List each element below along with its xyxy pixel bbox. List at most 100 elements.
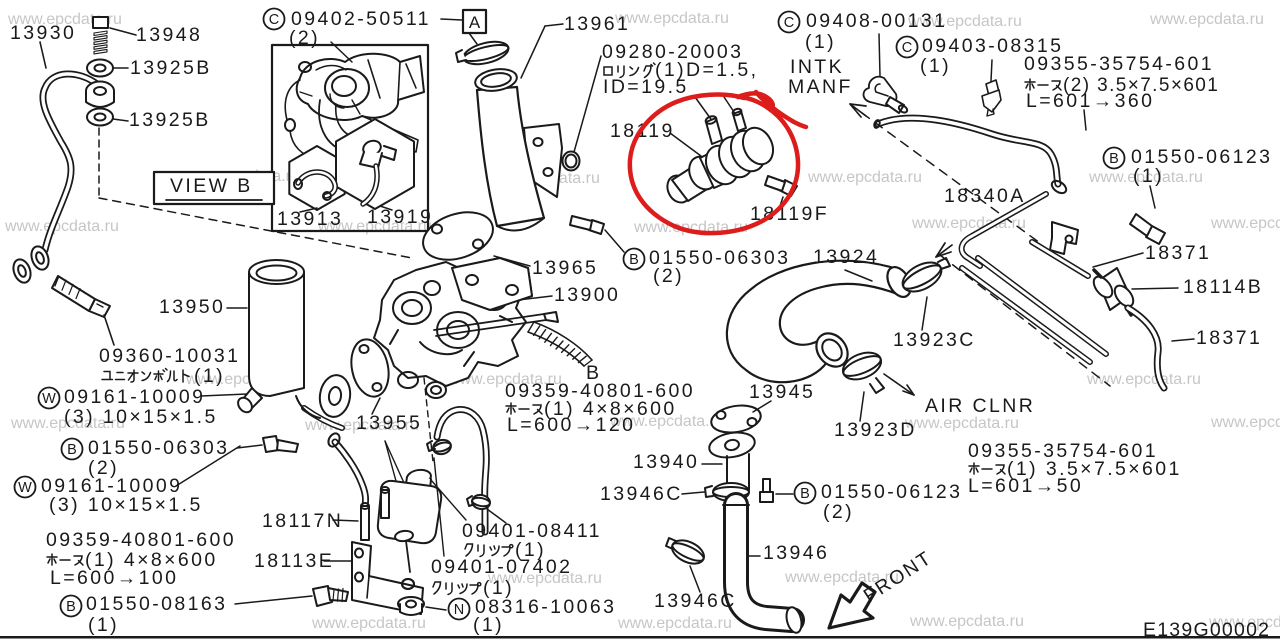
svg-text:13900: 13900 [554, 284, 620, 306]
svg-text:09161-10009: 09161-10009 [64, 386, 205, 408]
svg-text:(1): (1) [194, 365, 225, 387]
svg-text:18371: 18371 [1145, 242, 1211, 264]
svg-text:www.epcdata.ru: www.epcdata.ru [487, 570, 602, 587]
svg-text:www.epcdata.ru: www.epcdata.ru [10, 415, 125, 432]
svg-text:C: C [902, 40, 912, 56]
svg-text:(1)D=1.5,: (1)D=1.5, [655, 59, 758, 81]
svg-text:01550-06303: 01550-06303 [649, 247, 790, 269]
svg-text:www.epcdata.ru: www.epcdata.ru [1208, 614, 1280, 631]
svg-text:(2): (2) [88, 457, 119, 479]
svg-text:18119F: 18119F [750, 203, 829, 225]
svg-text:www.epcdata.ru: www.epcdata.ru [311, 615, 426, 632]
svg-text:13940: 13940 [633, 451, 699, 473]
svg-text:www.epcdata.ru: www.epcdata.ru [609, 413, 724, 430]
svg-text:INTK: INTK [790, 56, 844, 78]
svg-text:13945: 13945 [749, 381, 815, 403]
svg-text:www.epcdata.ru: www.epcdata.ru [907, 13, 1022, 30]
svg-text:09280-20003: 09280-20003 [602, 41, 743, 63]
svg-text:(1): (1) [88, 614, 119, 636]
svg-text:09401-08411: 09401-08411 [462, 520, 602, 542]
svg-text:www.epcdata.ru: www.epcdata.ru [904, 415, 1019, 432]
svg-text:13923C: 13923C [893, 329, 976, 351]
svg-text:13961: 13961 [564, 13, 630, 35]
svg-text:01550-06303: 01550-06303 [88, 437, 229, 459]
svg-text:13919: 13919 [367, 206, 433, 228]
svg-text:www.epcdata.ru: www.epcdata.ru [614, 10, 729, 27]
svg-text:13965: 13965 [532, 257, 598, 279]
svg-text:09355-35754-601: 09355-35754-601 [1024, 53, 1214, 75]
svg-text:N: N [454, 602, 464, 618]
svg-text:E139G00002: E139G00002 [1143, 619, 1270, 640]
svg-text:www.epcdata.ru: www.epcdata.ru [1149, 11, 1264, 28]
svg-text:www.epcdata.ru: www.epcdata.ru [1086, 371, 1201, 388]
svg-text:09408-00131: 09408-00131 [806, 10, 947, 32]
svg-text:www.epcdata.ru: www.epcdata.ru [784, 569, 899, 586]
svg-text:B: B [586, 362, 601, 384]
svg-text:W: W [42, 391, 56, 407]
svg-text:01550-08163: 01550-08163 [86, 593, 227, 615]
svg-text:L=601→50: L=601→50 [968, 475, 1083, 497]
svg-text:08316-10063: 08316-10063 [475, 596, 616, 618]
svg-text:09161-10009: 09161-10009 [41, 475, 182, 497]
svg-text:www.epcdata.ru: www.epcdata.ru [1210, 414, 1280, 431]
svg-text:18340A: 18340A [944, 185, 1026, 207]
svg-text:B: B [800, 486, 810, 502]
svg-text:www.epcdata.ru: www.epcdata.ru [447, 371, 562, 388]
svg-text:13924: 13924 [813, 246, 879, 268]
svg-text:13948: 13948 [136, 24, 202, 46]
svg-text:AIR CLNR: AIR CLNR [925, 395, 1035, 417]
svg-text:(1) 4×8×600: (1) 4×8×600 [85, 549, 218, 571]
svg-text:A: A [469, 13, 481, 32]
svg-text:(1) 3.5×7.5×601: (1) 3.5×7.5×601 [1007, 458, 1182, 480]
svg-text:13930: 13930 [10, 22, 76, 44]
svg-text:www.epcdata.ru: www.epcdata.ru [807, 169, 922, 186]
svg-text:MANF: MANF [788, 76, 853, 98]
svg-text:(2): (2) [289, 27, 320, 49]
svg-text:13946C: 13946C [600, 483, 683, 505]
svg-text:(2): (2) [653, 265, 684, 287]
svg-text:(3) 10×15×1.5: (3) 10×15×1.5 [49, 494, 203, 516]
svg-text:www.epcdata.ru: www.epcdata.ru [1210, 215, 1280, 232]
svg-text:(1): (1) [483, 577, 514, 599]
svg-text:B: B [66, 599, 76, 615]
svg-text:L=600→100: L=600→100 [50, 567, 178, 589]
svg-text:www.epcdata.ru: www.epcdata.ru [4, 218, 119, 235]
svg-text:13913: 13913 [277, 208, 343, 230]
svg-text:C: C [784, 15, 794, 31]
svg-text:13925B: 13925B [129, 109, 211, 131]
svg-text:L=601→360: L=601→360 [1026, 90, 1154, 112]
svg-text:(1): (1) [805, 31, 836, 53]
svg-text:01550-06123: 01550-06123 [1131, 146, 1272, 168]
svg-text:13925B: 13925B [130, 57, 212, 79]
svg-text:09360-10031: 09360-10031 [99, 345, 240, 367]
svg-text:09401-07402: 09401-07402 [431, 556, 572, 578]
svg-text:(2) 3.5×7.5×601: (2) 3.5×7.5×601 [1063, 75, 1219, 96]
svg-text:www.epcdata.ru: www.epcdata.ru [909, 613, 1024, 630]
svg-text:(1): (1) [920, 55, 951, 77]
svg-text:W: W [18, 480, 32, 496]
svg-text:09355-35754-601: 09355-35754-601 [968, 440, 1158, 462]
svg-text:13946: 13946 [763, 542, 829, 564]
svg-text:09359-40801-600: 09359-40801-600 [46, 529, 236, 551]
svg-text:18117N: 18117N [262, 510, 343, 532]
svg-text:B: B [1109, 151, 1119, 167]
svg-text:09402-50511: 09402-50511 [291, 8, 431, 30]
svg-text:(2): (2) [823, 501, 854, 523]
svg-text:13950: 13950 [159, 296, 225, 318]
svg-text:01550-06123: 01550-06123 [821, 481, 962, 503]
svg-text:(1) 4×8×600: (1) 4×8×600 [544, 398, 677, 420]
svg-text:www.epcdata.ru: www.epcdata.ru [1088, 169, 1203, 186]
svg-text:09403-08315: 09403-08315 [922, 35, 1063, 57]
svg-text:13946C: 13946C [654, 590, 737, 612]
svg-text:C: C [269, 12, 279, 28]
svg-text:(1): (1) [473, 614, 504, 636]
svg-text:(1): (1) [1133, 165, 1164, 187]
svg-text:13955: 13955 [356, 412, 422, 434]
svg-text:B: B [67, 442, 77, 458]
svg-text:L=600→120: L=600→120 [507, 414, 635, 436]
svg-text:VIEW B: VIEW B [170, 175, 253, 197]
svg-text:(1): (1) [515, 539, 546, 561]
svg-text:(3) 10×15×1.5: (3) 10×15×1.5 [64, 406, 218, 428]
svg-text:13923D: 13923D [834, 419, 917, 441]
svg-text:18113E: 18113E [254, 550, 334, 572]
